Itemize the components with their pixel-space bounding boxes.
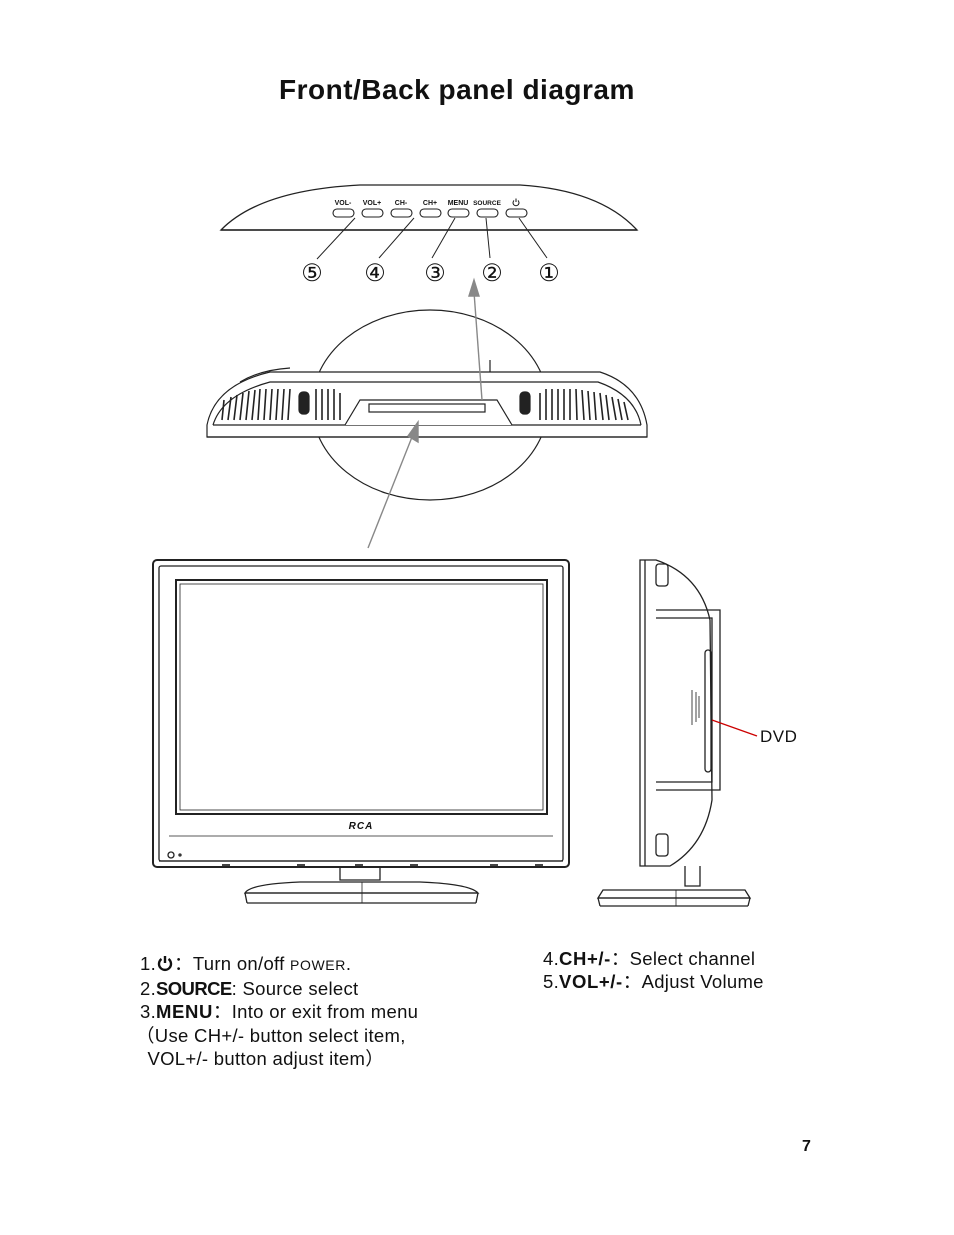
desc-line-5: VOL+/- button adjust item）	[142, 1047, 385, 1069]
page-number: 7	[802, 1138, 811, 1155]
label-vol-minus: VOL-	[335, 200, 352, 207]
page-title: Front/Back panel diagram	[279, 74, 635, 105]
description-left: 1.：Turn on/off POWER. 2.SOURCE: Source s…	[136, 952, 419, 1070]
power-icon	[512, 198, 520, 207]
label-menu: MENU	[448, 200, 469, 207]
ch-minus-button-shape	[390, 208, 413, 218]
callout-3: ③	[424, 260, 446, 287]
label-source: SOURCE	[473, 200, 501, 207]
front-bottom-marks	[222, 864, 543, 866]
panel-button-labels: VOL- VOL+ CH- CH+ MENU SOURCE	[335, 200, 502, 207]
tv-side-view	[596, 559, 752, 907]
dvd-leader-line	[711, 719, 758, 737]
power-button-shape	[505, 208, 528, 218]
vent-slots	[221, 388, 629, 421]
desc-item-4: 4.CH+/-：Select channel	[543, 948, 756, 969]
vol-plus-button-shape	[361, 208, 384, 218]
callout-5: ⑤	[301, 260, 323, 287]
tv-front-view	[152, 559, 570, 904]
ch-plus-button-shape	[419, 208, 442, 218]
button-panel-closeup	[219, 184, 639, 231]
panel-buttons	[332, 208, 528, 218]
dvd-label: DVD	[760, 727, 797, 746]
arrows	[367, 277, 483, 549]
callout-leader-lines	[316, 217, 548, 260]
desc-item-3: 3.MENU：Into or exit from menu	[140, 1001, 419, 1023]
callout-2: ②	[481, 260, 503, 287]
side-panel-marks	[691, 690, 700, 725]
rca-logo: RCA	[349, 821, 374, 832]
label-vol-plus: VOL+	[363, 200, 381, 207]
label-ch-minus: CH-	[395, 200, 408, 207]
callout-numbers: ⑤ ④ ③ ② ①	[301, 260, 560, 287]
label-ch-plus: CH+	[423, 200, 437, 207]
vol-minus-button-shape	[332, 208, 355, 218]
callout-1: ①	[538, 260, 560, 287]
desc-line-4: （Use CH+/- button select item,	[136, 1024, 406, 1046]
desc-item-1: 1.：Turn on/off POWER.	[140, 953, 352, 974]
desc-item-5: 5.VOL+/-：Adjust Volume	[543, 971, 764, 993]
power-icon	[157, 956, 173, 971]
description-right: 4.CH+/-：Select channel 5.VOL+/-：Adjust V…	[543, 947, 764, 993]
tv-top-view	[206, 309, 648, 501]
desc-item-2: 2.SOURCE: Source select	[140, 978, 359, 1000]
menu-button-shape	[447, 208, 470, 218]
source-button-shape	[476, 208, 499, 218]
callout-4: ④	[364, 260, 386, 287]
